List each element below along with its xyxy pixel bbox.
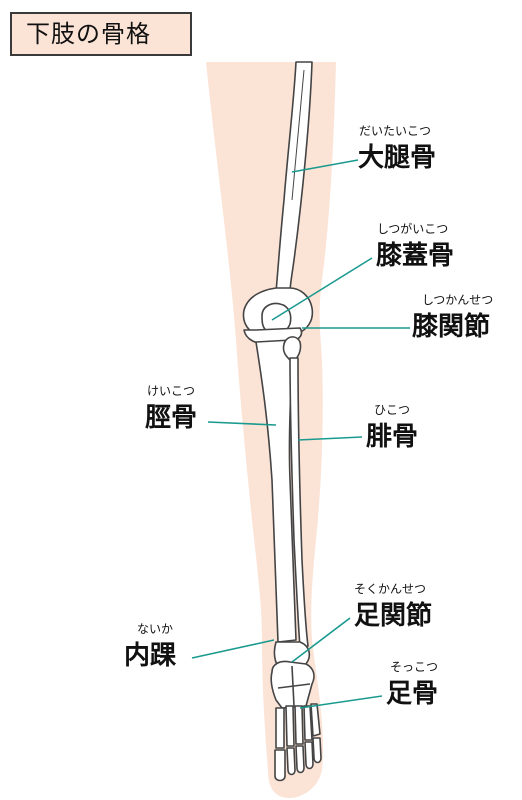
leader-line-fibula <box>297 436 363 441</box>
metatarsal-1 <box>275 707 285 749</box>
knee-joint-label: 膝関節 <box>412 312 491 342</box>
leader-line-patella <box>271 257 373 321</box>
leader-line-foot-bones <box>299 695 383 709</box>
tibia-bone <box>255 339 297 643</box>
foot-bones-reading: そっこつ <box>390 660 439 674</box>
leader-lines <box>191 159 410 709</box>
tibia-reading: けいこつ <box>147 384 196 398</box>
leader-line-tibia <box>207 421 277 426</box>
fibula-bone <box>289 357 309 649</box>
patella-label: 膝蓋骨 <box>376 241 455 271</box>
leader-line-femur <box>291 159 359 173</box>
fibula-head <box>282 336 302 361</box>
tarsal-line <box>277 683 311 689</box>
patella-reading: しつがいこつ <box>377 222 449 236</box>
fibula-reading: ひこつ <box>374 403 411 417</box>
leader-line-medial-malleolus <box>191 639 275 659</box>
phalanx-2 <box>286 747 296 776</box>
femur-label: 大腿骨 <box>358 143 437 173</box>
metatarsal-3 <box>294 705 304 745</box>
femur-reading: だいたいこつ <box>359 124 432 138</box>
femur-inner-line <box>291 69 305 201</box>
diagram-title: 下肢の骨格 <box>10 12 192 56</box>
metatarsal-2 <box>285 705 295 747</box>
ankle-joint-label: 足関節 <box>354 601 433 631</box>
patella-bone <box>261 302 292 335</box>
ankle-joint-reading: そくかんせつ <box>354 582 427 596</box>
knee-joint-reading: しつかんせつ <box>422 293 494 307</box>
tibia-label: 脛骨 <box>145 403 198 433</box>
leader-line-ankle-joint <box>291 617 351 663</box>
medial-malleolus-label: 内踝 <box>124 641 177 671</box>
phalanx-1 <box>274 749 286 782</box>
phalanx-3 <box>295 745 305 774</box>
foot-bones-label: 足骨 <box>386 679 439 709</box>
bone-group <box>242 61 322 782</box>
phalanx-4 <box>304 741 314 770</box>
phalanx-5 <box>312 737 322 764</box>
fibula-label: 腓骨 <box>366 422 419 452</box>
metatarsal-4 <box>303 705 313 741</box>
tarsal-line <box>291 665 295 707</box>
medial-malleolus-reading: ないか <box>137 622 174 636</box>
metatarsal-5 <box>310 703 321 737</box>
